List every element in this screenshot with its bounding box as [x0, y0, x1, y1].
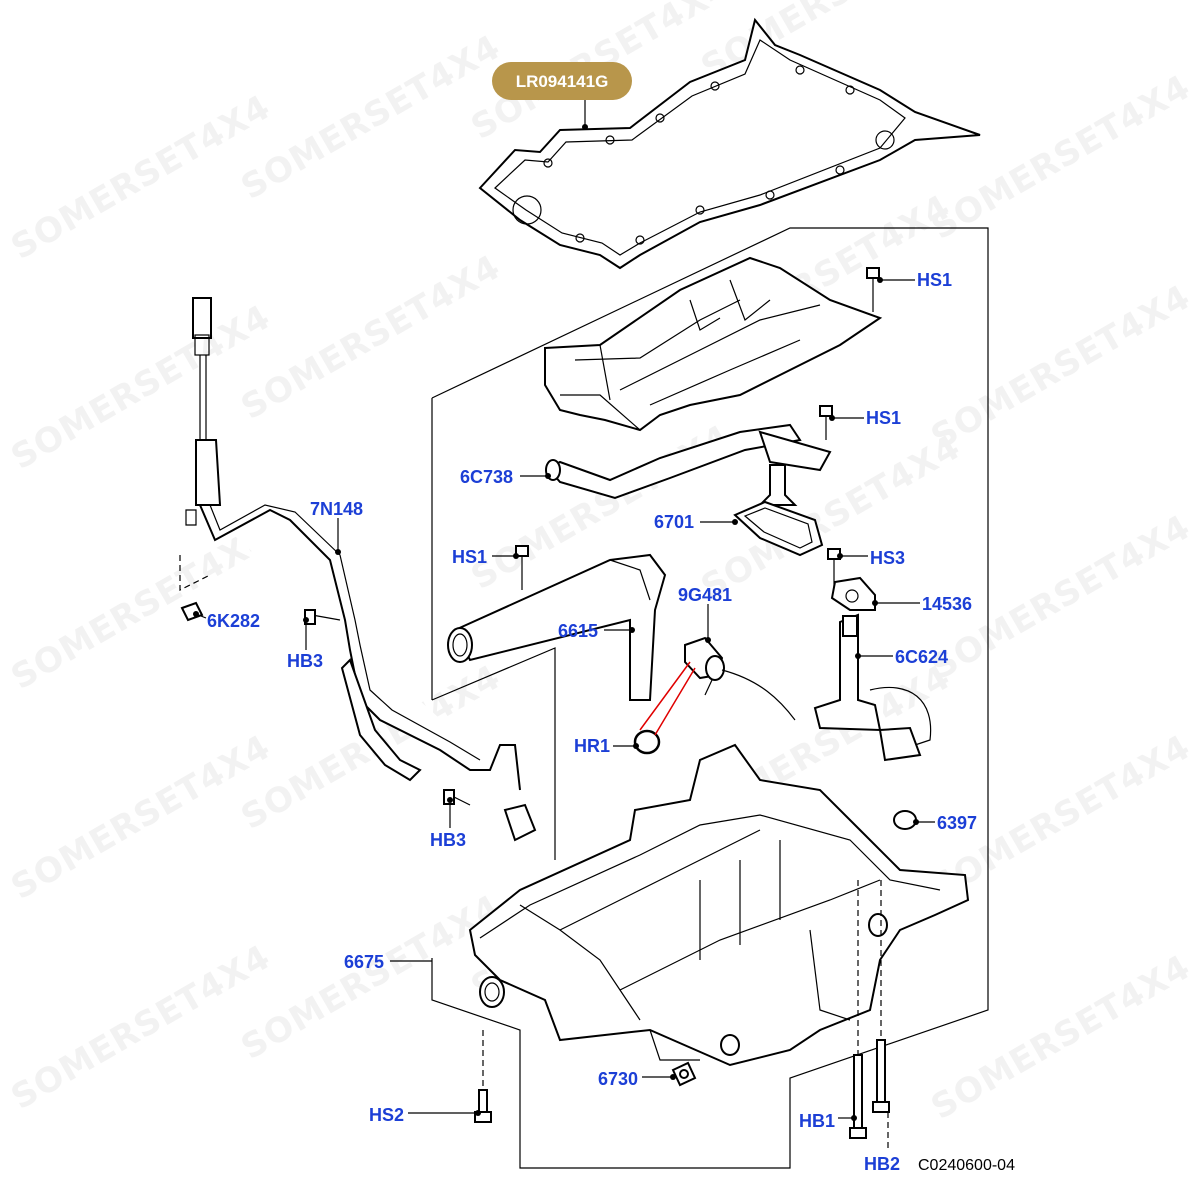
diagram-reference: C0240600-04	[918, 1157, 1015, 1174]
callout-hs1-left[interactable]: HS1	[452, 547, 519, 567]
callout-label: 6675	[344, 952, 384, 972]
windage-tray[interactable]	[544, 256, 883, 432]
drain-plug-6730[interactable]	[671, 1061, 697, 1087]
highlight-badge[interactable]: LR094141G	[492, 62, 632, 100]
callout-label: 6C624	[895, 647, 948, 667]
callout-label: 6K282	[207, 611, 260, 631]
callout-label: HB1	[799, 1111, 835, 1131]
callout-6730[interactable]: 6730	[598, 1069, 676, 1089]
watermark: SOMERSET4X4	[5, 937, 278, 1118]
sump-gasket[interactable]	[478, 17, 981, 270]
dipstick-tube-6615[interactable]	[447, 553, 667, 701]
assembly-frame	[431, 227, 989, 1169]
callout-6c738[interactable]: 6C738	[460, 467, 551, 487]
highlight-part-label: LR094141G	[516, 72, 609, 91]
callout-6c624[interactable]: 6C624	[855, 647, 948, 667]
o-ring-hr1[interactable]	[633, 729, 661, 755]
callout-6675[interactable]: 6675	[344, 952, 432, 972]
callout-label: 7N148	[310, 499, 363, 519]
callout-6397[interactable]: 6397	[913, 813, 977, 833]
pickup-gasket[interactable]	[733, 500, 824, 557]
callout-label: HB3	[287, 651, 323, 671]
callout-9g481[interactable]: 9G481	[678, 585, 732, 643]
bolt-hs2[interactable]	[474, 1030, 492, 1123]
bolt-hb3-upper[interactable]	[304, 609, 341, 625]
bolt-hb3-lower[interactable]	[443, 789, 471, 806]
oil-pan-6675[interactable]	[468, 743, 970, 1067]
bolt-hs1-top[interactable]	[866, 267, 880, 312]
callout-label: HS3	[870, 548, 905, 568]
oil-temp-sensor-6397[interactable]	[893, 810, 917, 830]
callout-hs1-top[interactable]: HS1	[877, 270, 952, 290]
dipstick-dash-line	[179, 555, 211, 591]
callout-7n148[interactable]: 7N148	[310, 499, 363, 555]
watermark: SOMERSET4X4	[5, 517, 278, 698]
watermark: SOMERSET4X4	[5, 297, 278, 478]
dipstick-tube-7n148[interactable]	[185, 297, 537, 842]
gasket-bolt-holes	[543, 65, 855, 245]
callout-hr1[interactable]: HR1	[574, 736, 639, 756]
bolt-hb1[interactable]	[849, 880, 867, 1139]
callout-hb1[interactable]: HB1	[799, 1111, 857, 1131]
callout-label: HS2	[369, 1105, 404, 1125]
callout-label: HS1	[866, 408, 901, 428]
watermark: SOMERSET4X4	[925, 277, 1198, 458]
watermark: SOMERSET4X4	[925, 947, 1198, 1128]
callout-hs1-mid[interactable]: HS1	[829, 408, 901, 428]
oil-level-sensor[interactable]	[684, 636, 796, 721]
callout-hb3-upper[interactable]: HB3	[287, 617, 323, 671]
watermark: SOMERSET4X4	[5, 727, 278, 908]
callout-label: HR1	[574, 736, 610, 756]
bolt-hs1-left[interactable]	[515, 545, 529, 590]
o-ring-position-lines	[639, 661, 696, 736]
watermark: SOMERSET4X4	[925, 67, 1198, 248]
leader-dot	[582, 124, 588, 130]
callout-label: HB3	[430, 830, 466, 850]
bolt-6k282[interactable]	[180, 601, 204, 622]
callout-label: 6397	[937, 813, 977, 833]
bracket-14536[interactable]	[830, 576, 876, 611]
callout-label: 14536	[922, 594, 972, 614]
bolt-hb2[interactable]	[872, 880, 890, 1113]
callout-label: HS1	[452, 547, 487, 567]
callout-label: HS1	[917, 270, 952, 290]
oil-pressure-sensor-6c624[interactable]	[813, 613, 932, 762]
callout-6615[interactable]: 6615	[558, 621, 635, 641]
callout-14536[interactable]: 14536	[872, 594, 972, 614]
callout-hs2[interactable]: HS2	[369, 1105, 481, 1125]
highlight-badge-bg	[492, 62, 632, 100]
callout-label: HB2	[864, 1154, 900, 1174]
callout-label: 6C738	[460, 467, 513, 487]
callout-6701[interactable]: 6701	[654, 512, 738, 532]
callout-label: 6730	[598, 1069, 638, 1089]
callout-6k282[interactable]: 6K282	[193, 611, 260, 631]
callout-hs3[interactable]: HS3	[837, 548, 905, 568]
bolt-hs1-mid[interactable]	[819, 405, 833, 440]
oil-pickup-tube[interactable]	[545, 423, 832, 506]
callout-label: 6615	[558, 621, 598, 641]
callout-hb3-lower[interactable]: HB3	[430, 797, 466, 850]
callout-label: 6701	[654, 512, 694, 532]
callout-hb2[interactable]: HB2	[864, 1154, 900, 1174]
watermark: SOMERSET4X4	[235, 247, 508, 428]
callout-label: 9G481	[678, 585, 732, 605]
